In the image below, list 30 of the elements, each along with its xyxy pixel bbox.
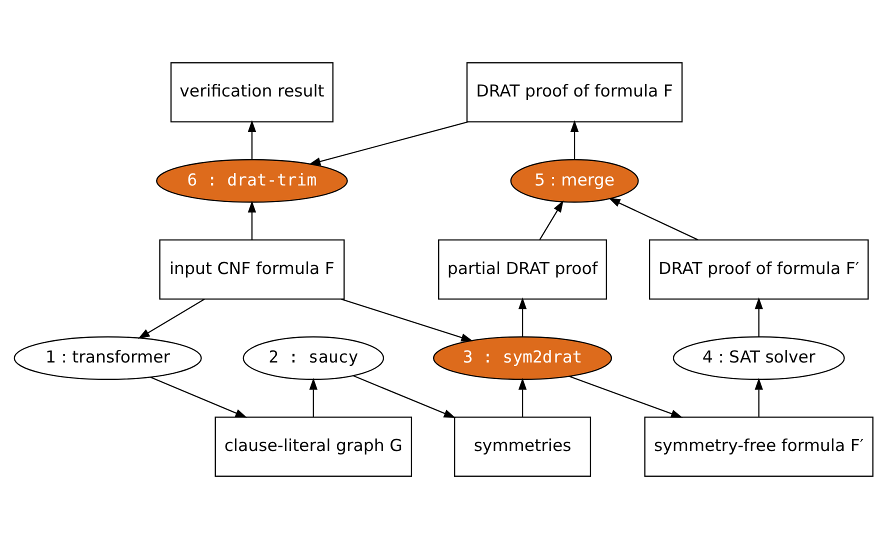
arrow xyxy=(570,120,578,159)
node-box: DRAT proof of formula F′ xyxy=(648,238,868,300)
node-ellipse: 6 : drat-trim xyxy=(156,158,348,202)
arrow xyxy=(308,377,318,416)
arrow xyxy=(608,197,698,240)
arrow xyxy=(308,120,468,165)
node-box: symmetry-free formula F′ xyxy=(644,416,873,476)
arrow xyxy=(754,296,762,336)
arrow xyxy=(247,120,256,159)
node-box: input CNF formula F xyxy=(158,238,344,300)
node-ellipse: 5 : merge xyxy=(510,158,638,202)
arrow xyxy=(754,377,762,416)
arrow xyxy=(518,296,526,336)
arrow xyxy=(150,376,247,418)
node-box: DRAT proof of formula F xyxy=(466,62,682,122)
node-box: clause-literal graph G xyxy=(214,416,412,476)
node-box: symmetries xyxy=(454,416,591,476)
arrow xyxy=(137,298,204,338)
node-ellipse: 4 : SAT solver xyxy=(672,336,844,380)
node-ellipse: 1 : transformer xyxy=(13,336,202,380)
arrow xyxy=(352,374,456,418)
arrow xyxy=(340,298,473,341)
arrow xyxy=(538,200,563,240)
node-box: partial DRAT proof xyxy=(438,238,607,300)
arrow xyxy=(518,377,526,416)
node-ellipse: 2 : saucy xyxy=(242,336,384,380)
arrow xyxy=(247,200,256,240)
arrow xyxy=(568,375,682,418)
node-box: verification result xyxy=(170,62,333,122)
node-ellipse: 3 : sym2drat xyxy=(432,336,612,380)
